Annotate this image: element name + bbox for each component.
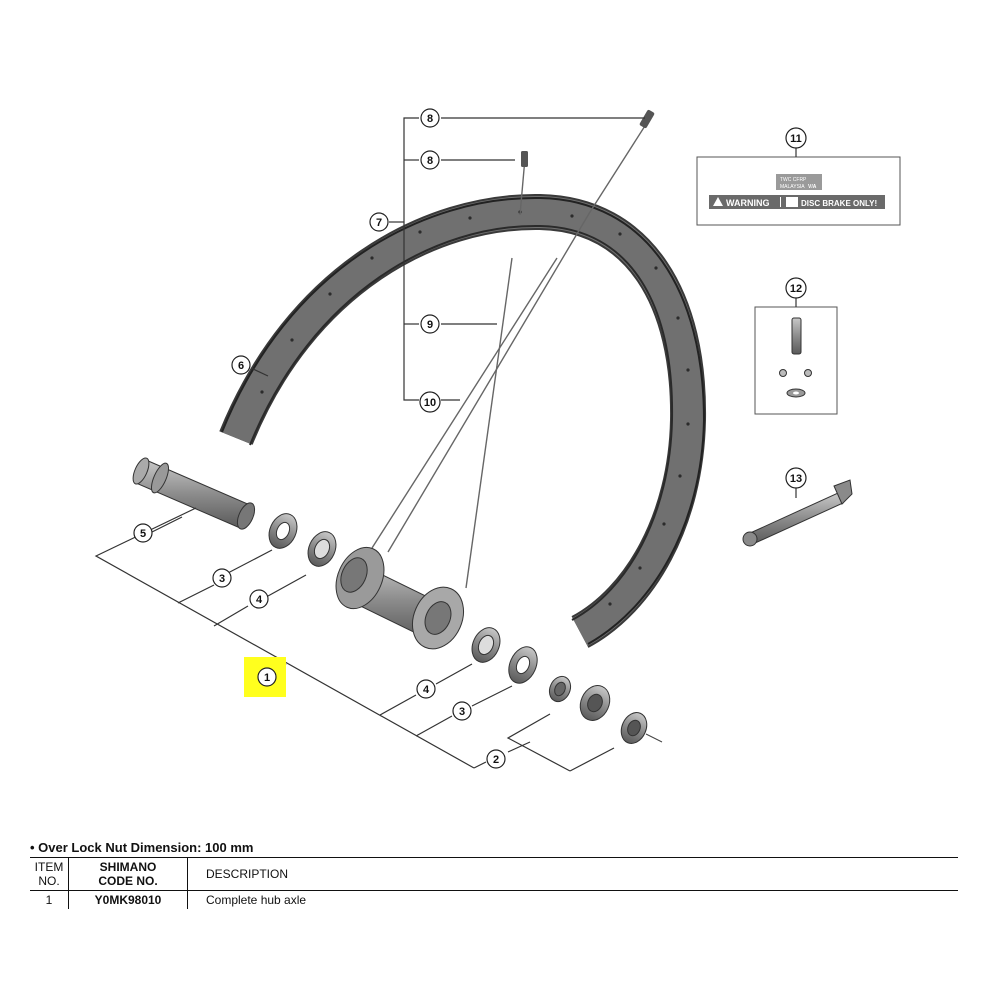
svg-text:1: 1: [264, 672, 270, 684]
row-item-no: 1: [45, 893, 53, 907]
callout-12[interactable]: 12: [785, 277, 807, 299]
svg-text:12: 12: [790, 283, 802, 295]
right-lock-ring: [508, 646, 538, 684]
svg-text:13: 13: [790, 473, 802, 485]
callout-5[interactable]: 5: [133, 523, 153, 543]
svg-text:3: 3: [459, 706, 465, 718]
end-cap-small: [548, 675, 572, 703]
callout-10[interactable]: 10: [419, 391, 441, 413]
header-code-no: SHIMANO CODE NO.: [68, 857, 188, 891]
callout-8-top[interactable]: 8: [420, 108, 440, 128]
hub-body: [335, 546, 464, 650]
table-header-row: ITEM NO. SHIMANO CODE NO. DESCRIPTION: [30, 857, 958, 891]
rim: [219, 193, 707, 648]
svg-text:6: 6: [238, 360, 244, 372]
svg-text:9: 9: [427, 319, 433, 331]
warning-triangle-icon: [713, 197, 723, 206]
callout-4-right[interactable]: 4: [416, 679, 436, 699]
table-row[interactable]: 1 Y0MK98010 Complete hub axle: [30, 890, 958, 909]
spokes: [371, 117, 651, 589]
spoke-nipples: [521, 109, 655, 167]
svg-text:8: 8: [427, 155, 433, 167]
callout-13[interactable]: 13: [785, 467, 807, 489]
end-cap-large: [579, 685, 611, 721]
right-bearing: [471, 627, 501, 663]
callout-4-left[interactable]: 4: [249, 589, 269, 609]
callout-8-lower[interactable]: 8: [420, 150, 440, 170]
info-icon: [786, 197, 798, 207]
parts-table: ITEM NO. SHIMANO CODE NO. DESCRIPTION 1 …: [30, 857, 958, 909]
svg-text:TWC CFRP: TWC CFRP: [780, 177, 807, 183]
svg-text:4: 4: [256, 594, 263, 606]
svg-text:7: 7: [376, 217, 382, 229]
callout-9[interactable]: 9: [420, 314, 440, 334]
leader-lines: [94, 117, 797, 772]
header-item-no: ITEM NO.: [34, 860, 64, 888]
axle: [132, 457, 256, 530]
callout-1[interactable]: 1: [257, 667, 277, 687]
svg-text:MALAYSIA: MALAYSIA: [780, 184, 805, 190]
svg-text:2: 2: [493, 754, 499, 766]
svg-text:11: 11: [790, 133, 802, 145]
header-description: DESCRIPTION: [206, 867, 289, 881]
left-lock-ring: [268, 513, 298, 549]
callout-3-left[interactable]: 3: [212, 568, 232, 588]
svg-text:10: 10: [424, 397, 436, 409]
svg-text:V/A: V/A: [808, 184, 817, 190]
svg-text:4: 4: [423, 684, 430, 696]
exploded-parts-diagram: TWC CFRP MALAYSIA V/A WARNING DISC BRAKE…: [94, 108, 901, 772]
callout-6[interactable]: 6: [231, 355, 251, 375]
row-code-no: Y0MK98010: [68, 890, 188, 909]
row-description: Complete hub axle: [206, 893, 307, 907]
rim-sticker-box: TWC CFRP MALAYSIA V/A WARNING DISC BRAKE…: [696, 156, 901, 226]
svg-text:WARNING: WARNING: [726, 198, 770, 208]
callout-2[interactable]: 2: [486, 749, 506, 769]
end-cap-outer: [620, 712, 648, 744]
svg-text:DISC BRAKE ONLY!: DISC BRAKE ONLY!: [801, 199, 877, 208]
svg-text:3: 3: [219, 573, 225, 585]
callout-11[interactable]: 11: [785, 127, 807, 149]
callout-7[interactable]: 7: [369, 212, 389, 232]
spoke-wrench: [742, 479, 853, 547]
left-bearing: [307, 531, 337, 567]
callout-3-right[interactable]: 3: [452, 701, 472, 721]
valve-box: [754, 306, 838, 415]
spec-note: • Over Lock Nut Dimension: 100 mm: [30, 840, 254, 855]
svg-text:8: 8: [427, 113, 433, 125]
svg-text:5: 5: [140, 528, 146, 540]
